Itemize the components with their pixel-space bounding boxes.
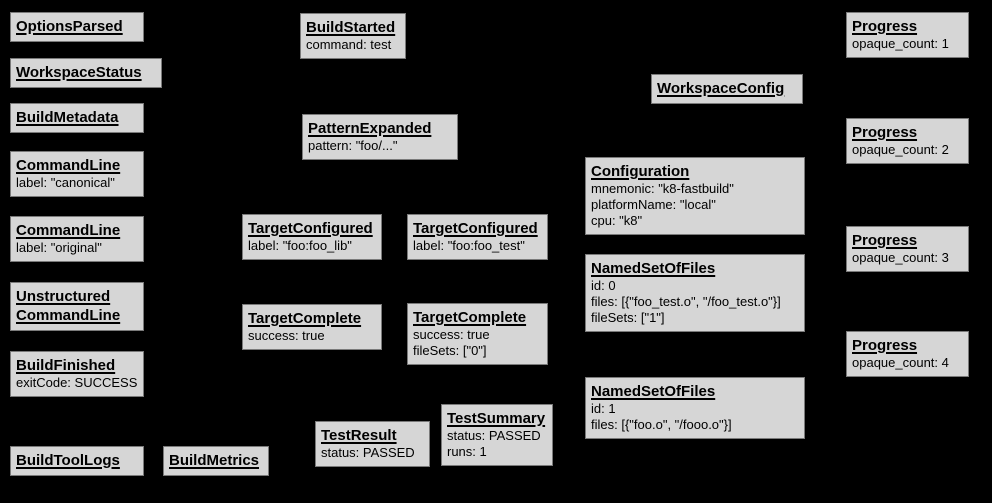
- node-build-tool-logs: BuildToolLogs: [10, 446, 144, 476]
- node-attribute: runs: 1: [447, 444, 487, 459]
- node-attribute: label: "canonical": [16, 175, 115, 190]
- node-attribute: status: PASSED: [447, 428, 541, 443]
- node-title: TargetComplete: [413, 309, 527, 326]
- node-attribute: files: [{"foo_test.o", "/foo_test.o"}]: [591, 294, 781, 309]
- node-attribute: success: true: [413, 327, 490, 342]
- node-title: TestResult: [321, 427, 397, 444]
- node-workspace-config: WorkspaceConfig: [651, 74, 803, 104]
- node-workspace-status: WorkspaceStatus: [10, 58, 162, 88]
- node-title: BuildToolLogs: [16, 452, 120, 469]
- node-attribute: platformName: "local": [591, 197, 716, 212]
- node-title: BuildStarted: [306, 19, 396, 36]
- node-title: TargetConfigured: [248, 220, 373, 237]
- node-build-metrics: BuildMetrics: [163, 446, 269, 476]
- node-title: NamedSetOfFiles: [591, 260, 716, 277]
- node-title: WorkspaceStatus: [16, 64, 142, 81]
- node-attribute: label: "original": [16, 240, 102, 255]
- node-title: OptionsParsed: [16, 18, 123, 35]
- node-named-set-of-files-0: NamedSetOfFiles id: 0 files: [{"foo_test…: [585, 254, 805, 332]
- node-attribute: success: true: [248, 328, 325, 343]
- node-attribute: cpu: "k8": [591, 213, 643, 228]
- node-attribute: command: test: [306, 37, 392, 52]
- node-progress-1: Progress opaque_count: 1: [846, 12, 969, 58]
- node-options-parsed: OptionsParsed: [10, 12, 144, 42]
- node-configuration: Configuration mnemonic: "k8-fastbuild" p…: [585, 157, 805, 235]
- node-attribute: status: PASSED: [321, 445, 415, 460]
- node-named-set-of-files-1: NamedSetOfFiles id: 1 files: [{"foo.o", …: [585, 377, 805, 439]
- node-title: TargetComplete: [248, 310, 362, 327]
- node-target-complete-foo-lib: TargetComplete success: true: [242, 304, 382, 350]
- node-title: Configuration: [591, 163, 690, 180]
- node-attribute: opaque_count: 1: [852, 36, 949, 51]
- node-title: Progress: [852, 124, 918, 141]
- node-title: NamedSetOfFiles: [591, 383, 716, 400]
- node-attribute: id: 0: [591, 278, 616, 293]
- node-progress-4: Progress opaque_count: 4: [846, 331, 969, 377]
- node-build-metadata: BuildMetadata: [10, 103, 144, 133]
- node-target-complete-foo-test: TargetComplete success: true fileSets: […: [407, 303, 548, 365]
- node-title: CommandLine: [16, 157, 121, 174]
- node-title: PatternExpanded: [308, 120, 432, 137]
- node-title: TargetConfigured: [413, 220, 538, 237]
- node-attribute: opaque_count: 2: [852, 142, 949, 157]
- node-attribute: opaque_count: 4: [852, 355, 949, 370]
- node-title: CommandLine: [16, 222, 121, 239]
- node-attribute: label: "foo:foo_test": [413, 238, 525, 253]
- node-test-summary: TestSummary status: PASSED runs: 1: [441, 404, 553, 466]
- node-title: BuildMetadata: [16, 109, 119, 126]
- node-attribute: pattern: "foo/...": [308, 138, 398, 153]
- node-title: Progress: [852, 18, 918, 35]
- node-attribute: id: 1: [591, 401, 616, 416]
- node-build-started: BuildStarted command: test: [300, 13, 406, 59]
- node-unstructured-command-line: Unstructured CommandLine: [10, 282, 144, 331]
- node-target-configured-foo-test: TargetConfigured label: "foo:foo_test": [407, 214, 548, 260]
- node-title: Progress: [852, 232, 918, 249]
- node-attribute: exitCode: SUCCESS: [16, 375, 138, 390]
- node-title: BuildMetrics: [169, 452, 260, 469]
- node-title: TestSummary: [447, 410, 546, 427]
- node-test-result: TestResult status: PASSED: [315, 421, 430, 467]
- node-command-line-original: CommandLine label: "original": [10, 216, 144, 262]
- node-build-finished: BuildFinished exitCode: SUCCESS: [10, 351, 144, 397]
- node-title: Progress: [852, 337, 918, 354]
- node-attribute: mnemonic: "k8-fastbuild": [591, 181, 734, 196]
- node-title: BuildFinished: [16, 357, 116, 374]
- node-attribute: files: [{"foo.o", "/fooo.o"}]: [591, 417, 732, 432]
- node-pattern-expanded: PatternExpanded pattern: "foo/...": [302, 114, 458, 160]
- node-title: Unstructured CommandLine: [16, 288, 121, 324]
- node-attribute: label: "foo:foo_lib": [248, 238, 352, 253]
- node-attribute: opaque_count: 3: [852, 250, 949, 265]
- node-target-configured-foo-lib: TargetConfigured label: "foo:foo_lib": [242, 214, 382, 260]
- node-progress-3: Progress opaque_count: 3: [846, 226, 969, 272]
- node-attribute: fileSets: ["1"]: [591, 310, 665, 325]
- node-command-line-canonical: CommandLine label: "canonical": [10, 151, 144, 197]
- node-attribute: fileSets: ["0"]: [413, 343, 487, 358]
- node-title: WorkspaceConfig: [657, 80, 785, 97]
- node-progress-2: Progress opaque_count: 2: [846, 118, 969, 164]
